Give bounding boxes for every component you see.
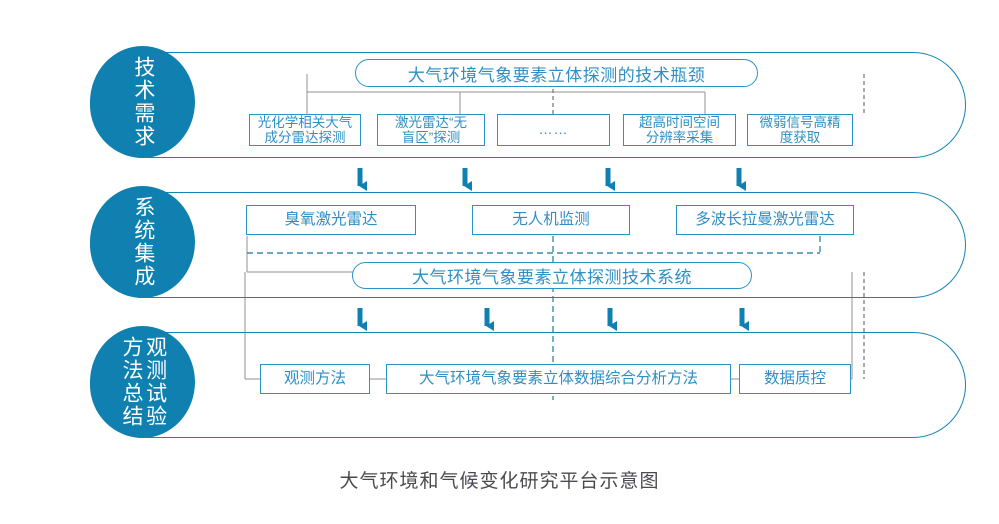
node-box-multiwavelength-raman-lidar[interactable]: 多波长拉曼激光雷达 [676,205,854,235]
node-box-ellipsis[interactable]: …… [497,114,610,146]
caption-text: 大气环境和气候变化研究平台示意图 [339,471,660,492]
node-box-blindzone-free-lidar[interactable]: 激光雷达“无 盲区”探测 [377,114,485,146]
circle-label-methods: 方法总结 观测试验 [90,326,195,438]
node-box-uav-monitoring[interactable]: 无人机监测 [472,205,630,235]
node-text: …… [538,121,569,138]
node-text: 超高时间空间 分辨率采集 [639,114,720,145]
circle-text-col-1: 观测试验 [143,336,167,428]
node-text: 臭氧激光雷达 [284,211,378,229]
circle-label-integration: 系统集成 [90,186,195,298]
node-text: 大气环境气象要素立体数据综合分析方法 [418,370,698,388]
circle-label-requirements: 技术需求 [90,46,195,158]
node-box-ozone-lidar[interactable]: 臭氧激光雷达 [246,205,416,235]
node-text: 多波长拉曼激光雷达 [695,211,835,229]
circle-text-col-2: 方法总结 [120,336,143,428]
arrows-row-2 [357,308,749,331]
node-box-integrated-analysis-method[interactable]: 大气环境气象要素立体数据综合分析方法 [386,364,731,394]
node-text: 无人机监测 [512,211,590,229]
headline-text: 大气环境气象要素立体探测的技术瓶颈 [407,65,706,85]
node-box-photochemical-lidar[interactable]: 光化学相关大气 成分雷达探测 [249,114,361,146]
node-box-high-resolution-acquisition[interactable]: 超高时间空间 分辨率采集 [623,114,736,146]
headline-text: 大气环境气象要素立体探测技术系统 [412,268,692,287]
circle-text: 系统集成 [131,196,155,288]
node-text: 数据质控 [763,370,826,388]
circle-text: 技术需求 [131,56,155,148]
node-box-data-quality-control[interactable]: 数据质控 [739,364,851,394]
node-box-weak-signal-precision[interactable]: 微弱信号高精 度获取 [747,114,853,146]
headline-integration: 大气环境气象要素立体探测技术系统 [352,262,752,289]
node-text: 激光雷达“无 盲区”探测 [395,114,467,145]
node-text: 观测方法 [283,370,346,388]
headline-requirements: 大气环境气象要素立体探测的技术瓶颈 [355,59,758,87]
arrows-row-1 [357,168,746,191]
node-box-observation-method[interactable]: 观测方法 [260,364,370,394]
node-text: 光化学相关大气 成分雷达探测 [257,114,353,145]
figure-caption: 大气环境和气候变化研究平台示意图 [0,466,999,493]
node-text: 微弱信号高精 度获取 [759,114,841,145]
